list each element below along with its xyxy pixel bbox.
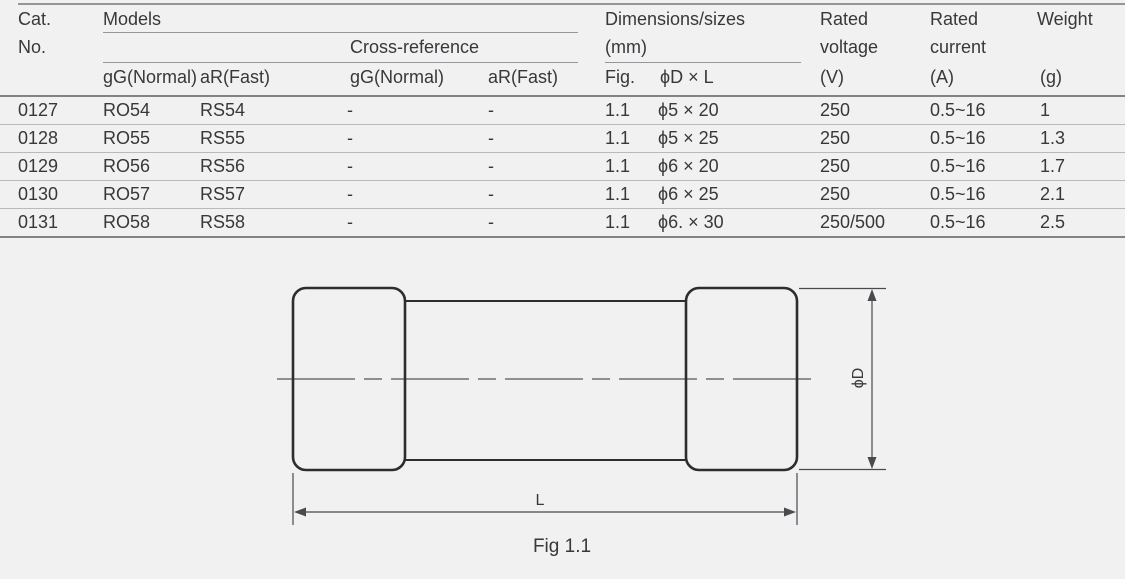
table-row: 0131 RO58 RS58 - - 1.1 ϕ6. × 30 250/500 … xyxy=(0,209,1125,238)
cell-model-gg: RO58 xyxy=(103,212,151,232)
cell-fig: 1.1 xyxy=(605,212,631,232)
phi-d-arrow-down xyxy=(867,457,877,469)
cell-rated-voltage: 250 xyxy=(820,128,851,148)
dimensions-group-underline xyxy=(605,62,801,63)
header-rated-current: Rated xyxy=(930,9,979,29)
cell-rated-voltage: 250 xyxy=(820,184,851,204)
header-models: Models xyxy=(103,9,162,29)
figure-caption: Fig 1.1 xyxy=(532,536,592,557)
header-weight: Weight xyxy=(1037,9,1093,29)
table-row: 0128 RO55 RS55 - - 1.1 ϕ5 × 25 250 0.5~1… xyxy=(0,125,1125,153)
cell-weight: 1.7 xyxy=(1040,156,1066,176)
cell-rated-current: 0.5~16 xyxy=(930,212,986,232)
header-rated-voltage: Rated xyxy=(820,9,869,29)
cell-cross-ar: - xyxy=(488,100,494,120)
header-current: current xyxy=(930,37,987,57)
subheader-dim: ϕD × L xyxy=(660,67,714,87)
header-no: No. xyxy=(18,37,47,57)
cell-dimension: ϕ6 × 25 xyxy=(658,184,719,204)
cell-cat-no: 0128 xyxy=(18,128,59,148)
table-top-rule xyxy=(18,3,1125,5)
subheader-model-gg: gG(Normal) xyxy=(103,67,198,87)
cell-rated-current: 0.5~16 xyxy=(930,100,986,120)
cell-model-gg: RO56 xyxy=(103,156,151,176)
cell-cross-gg: - xyxy=(347,156,353,176)
table-row: 0129 RO56 RS56 - - 1.1 ϕ6 × 20 250 0.5~1… xyxy=(0,153,1125,181)
cell-rated-current: 0.5~16 xyxy=(930,184,986,204)
cell-cross-ar: - xyxy=(488,156,494,176)
l-label: L xyxy=(536,492,545,509)
cell-dimension: ϕ5 × 25 xyxy=(658,128,719,148)
subheader-fig: Fig. xyxy=(605,67,636,87)
cell-cat-no: 0127 xyxy=(18,100,59,120)
cell-rated-voltage: 250/500 xyxy=(820,212,886,232)
l-arrow-right xyxy=(784,507,796,517)
cell-cat-no: 0131 xyxy=(18,212,59,232)
table-body: 0127 RO54 RS54 - - 1.1 ϕ5 × 20 250 0.5~1… xyxy=(0,97,1125,238)
cell-cross-gg: - xyxy=(347,100,353,120)
subheader-current-unit: (A) xyxy=(930,67,954,87)
cell-weight: 1 xyxy=(1040,100,1051,120)
cell-dimension: ϕ6 × 20 xyxy=(658,156,719,176)
cell-model-ar: RS54 xyxy=(200,100,246,120)
cell-model-ar: RS58 xyxy=(200,212,246,232)
subheader-voltage-unit: (V) xyxy=(820,67,844,87)
cell-fig: 1.1 xyxy=(605,128,631,148)
cell-cat-no: 0130 xyxy=(18,184,59,204)
models-group-underline xyxy=(103,32,578,33)
cell-cross-ar: - xyxy=(488,184,494,204)
cell-model-ar: RS57 xyxy=(200,184,246,204)
header-dimensions-unit: (mm) xyxy=(605,37,647,57)
header-dimensions: Dimensions/sizes xyxy=(605,9,746,29)
cell-weight: 2.1 xyxy=(1040,184,1066,204)
header-bottom-rule xyxy=(0,95,1125,97)
cell-rated-current: 0.5~16 xyxy=(930,156,986,176)
cell-fig: 1.1 xyxy=(605,156,631,176)
fuse-left-cap xyxy=(291,286,407,472)
cell-fig: 1.1 xyxy=(605,100,631,120)
cell-weight: 1.3 xyxy=(1040,128,1066,148)
cell-cross-ar: - xyxy=(488,128,494,148)
cell-cross-gg: - xyxy=(347,128,353,148)
phi-d-label: ϕD xyxy=(850,368,867,389)
cell-cross-gg: - xyxy=(347,212,353,232)
cell-cross-ar: - xyxy=(488,212,494,232)
subheader-model-ar: aR(Fast) xyxy=(200,67,271,87)
cell-dimension: ϕ6. × 30 xyxy=(658,212,724,232)
subheader-cross-ar: aR(Fast) xyxy=(488,67,559,87)
cell-model-gg: RO57 xyxy=(103,184,151,204)
cell-fig: 1.1 xyxy=(605,184,631,204)
phi-d-arrow-up xyxy=(867,289,877,301)
fuse-right-cap xyxy=(684,286,799,472)
cell-dimension: ϕ5 × 20 xyxy=(658,100,719,120)
l-arrow-left xyxy=(294,507,306,517)
cell-weight: 2.5 xyxy=(1040,212,1066,232)
cell-rated-current: 0.5~16 xyxy=(930,128,986,148)
subheader-cross-gg: gG(Normal) xyxy=(350,67,445,87)
header-voltage: voltage xyxy=(820,37,879,57)
cell-rated-voltage: 250 xyxy=(820,156,851,176)
cell-model-gg: RO55 xyxy=(103,128,151,148)
cell-model-ar: RS55 xyxy=(200,128,246,148)
subheader-weight-unit: (g) xyxy=(1040,67,1062,87)
crossref-group-underline xyxy=(103,62,578,63)
cell-rated-voltage: 250 xyxy=(820,100,851,120)
cell-cat-no: 0129 xyxy=(18,156,59,176)
table-row: 0127 RO54 RS54 - - 1.1 ϕ5 × 20 250 0.5~1… xyxy=(0,97,1125,125)
cell-model-gg: RO54 xyxy=(103,100,151,120)
cell-cross-gg: - xyxy=(347,184,353,204)
cell-model-ar: RS56 xyxy=(200,156,246,176)
header-cat: Cat. xyxy=(18,9,52,29)
table-row: 0130 RO57 RS57 - - 1.1 ϕ6 × 25 250 0.5~1… xyxy=(0,181,1125,209)
header-cross-reference: Cross-reference xyxy=(350,37,480,57)
